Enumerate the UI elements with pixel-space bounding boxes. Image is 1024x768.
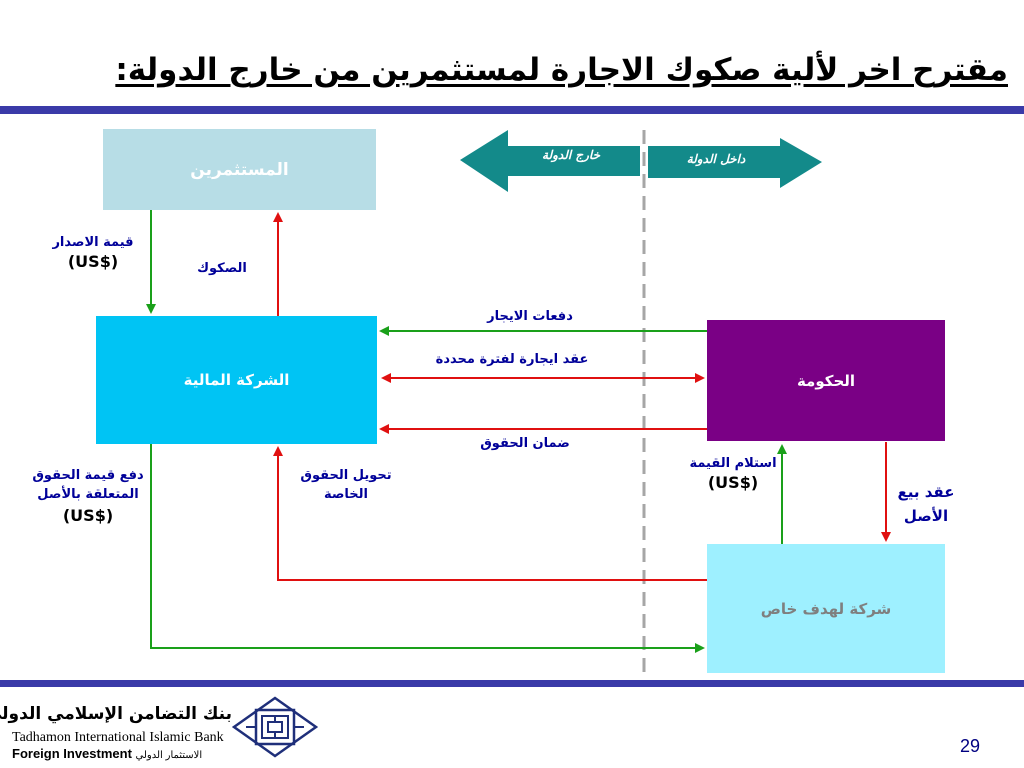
receive-value-currency: (US$) — [707, 473, 759, 492]
pay-rights-currency: (US$) — [62, 506, 114, 525]
issue-value-label: قيمة الاصدار (US$) — [40, 235, 146, 271]
sale-contract-label: عقد بيع الأصل — [897, 483, 955, 525]
title-rule — [0, 106, 1024, 114]
spv-label: شركة لهدف خاص — [760, 599, 892, 618]
lease-payments-label: دفعات الايجار — [487, 309, 573, 324]
finance-company-box: الشركة المالية — [96, 316, 377, 444]
bank-name-english: Tadhamon International Islamic Bank — [12, 730, 224, 745]
outside-region-arrow — [460, 130, 640, 192]
bank-logo-icon — [232, 696, 318, 758]
page-number: 29 — [959, 736, 980, 756]
government-box: الحكومة — [707, 320, 945, 441]
inside-region-arrow — [648, 138, 822, 188]
lease-contract-label: عقد ايجارة لفترة محددة — [435, 352, 589, 367]
department-label: Foreign Investment الاستثمار الدولي — [12, 746, 203, 761]
bank-name-arabic: بنك التضامن الإسلامي الدولي — [0, 704, 232, 724]
sukuk-label: الصكوك — [197, 261, 247, 276]
spv-box: شركة لهدف خاص — [707, 544, 945, 673]
rights-guarantee-label: ضمان الحقوق — [480, 436, 570, 451]
inside-region-label: داخل الدولة — [686, 152, 746, 166]
arrow-transfer-rights — [273, 446, 707, 581]
slide-title: مقترح اخر لألية صكوك الاجارة لمستثمرين م… — [115, 52, 1008, 88]
investors-box: المستثمرين — [103, 129, 376, 210]
outside-region-label: خارج الدولة — [542, 148, 600, 162]
pay-rights-value-label: دفع قيمة الحقوق المتعلقة بالأصل (US$) — [20, 466, 156, 525]
finance-company-label: الشركة المالية — [183, 371, 290, 389]
receive-value-label: استلام القيمة (US$) — [680, 456, 786, 492]
issue-value-currency: (US$) — [67, 252, 119, 271]
investors-label: المستثمرين — [190, 159, 289, 180]
footer-rule — [0, 680, 1024, 687]
arrow-pay-rights — [150, 444, 705, 653]
government-label: الحكومة — [796, 371, 856, 390]
transfer-rights-label: تحويل الحقوق الخاصة — [300, 468, 392, 502]
